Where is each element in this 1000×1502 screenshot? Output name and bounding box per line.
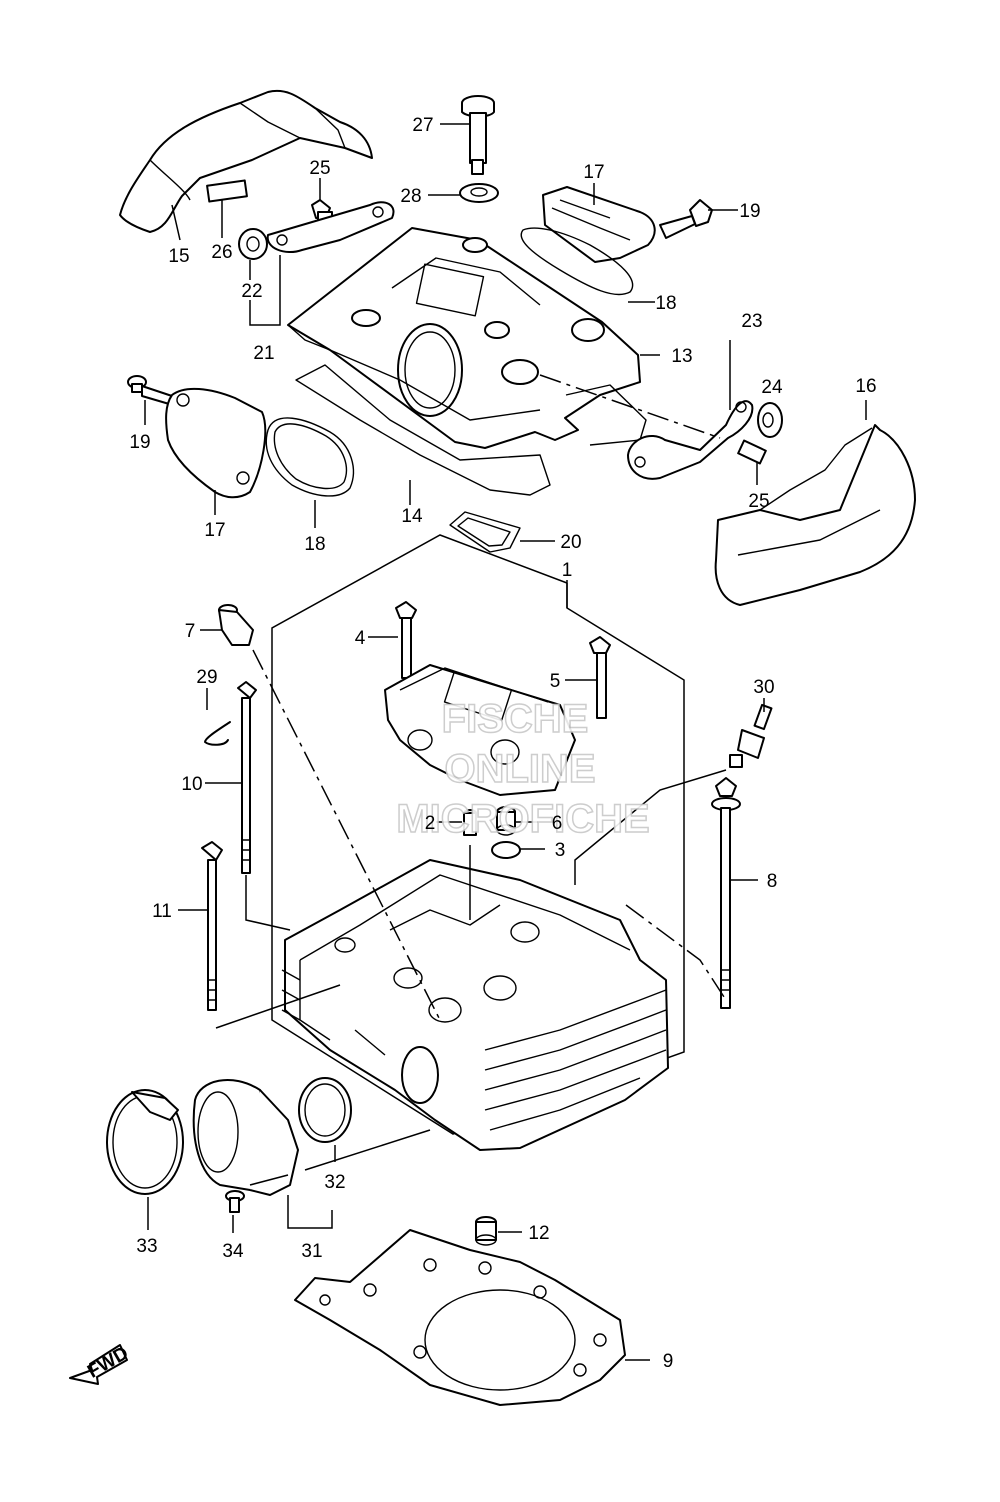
part-21-bracket-top [266,201,395,254]
part-25-bolt-top [311,199,333,223]
part-3-oring [491,841,521,859]
head-assembly-bracket [271,534,685,1135]
callout-3: 3 [555,840,566,861]
part-30-spark-plug [729,703,773,768]
callout-26: 26 [211,242,232,263]
callout-33: 33 [136,1236,157,1257]
part-34-screw [225,1190,245,1213]
part-24-grommet [757,402,783,438]
callout-25-top: 25 [309,158,330,179]
callout-6: 6 [552,813,563,834]
callout-10: 10 [181,774,202,795]
part-13-head-cover [287,227,641,449]
callout-13: 13 [671,346,692,367]
callout-5: 5 [550,671,561,692]
callout-34: 34 [222,1241,244,1262]
part-20-gasket [449,511,521,553]
part-11-stud [201,841,223,1011]
part-4-bolt [395,601,417,679]
watermark-line-2: ONLINE [444,747,595,791]
watermark-line-1: FISCHE [442,697,589,741]
part-12-dowel [475,1216,497,1246]
callout-14: 14 [401,506,423,527]
part-16-right-cover [714,424,916,606]
part-23-bracket-right [627,400,754,480]
part-8-bolt [711,777,741,1009]
callout-2: 2 [425,813,436,834]
part-29-clip [204,721,231,746]
part-31-intake-pipe [192,1078,299,1196]
part-18-top-gasket [520,227,634,296]
callout-18-top: 18 [655,293,676,314]
callout-12: 12 [528,1223,549,1244]
part-14-cover-gasket [295,364,647,496]
part-17-left-cap [165,387,267,499]
callout-25-right: 25 [748,491,769,512]
callout-19-left: 19 [129,432,150,453]
callout-23: 23 [741,311,762,332]
part-5-bolt [589,636,611,719]
part-6-collar [496,806,516,836]
callout-18-left: 18 [304,534,325,555]
alignment-line [539,374,721,439]
callout-30: 30 [753,677,774,698]
callout-31: 31 [301,1241,322,1262]
callout-15: 15 [168,246,189,267]
cylinder-head-main [281,859,669,1151]
callout-16: 16 [855,376,876,397]
fwd-label: FWD [84,1343,132,1383]
head-leader-lines [215,649,727,1029]
callout-1: 1 [562,560,573,581]
part-27-bolt [461,95,495,175]
callout-7: 7 [185,621,196,642]
cam-holder-block [384,664,576,796]
callout-20: 20 [560,532,581,553]
callout-17-left: 17 [204,520,225,541]
part-26-pad [206,179,248,203]
callout-24: 24 [761,377,783,398]
callout-leaders [144,123,867,1361]
part-9-head-gasket [294,1229,626,1406]
watermark-line-3: MICROFICHE [396,797,649,841]
part-15-left-cover [119,89,373,233]
part-25-bolt-right [737,439,767,465]
part-19-bolt-right [659,199,713,239]
part-18-left-oring [265,417,354,497]
callout-28: 28 [400,186,421,207]
part-7-dowel [218,604,254,646]
callout-32: 32 [324,1172,345,1193]
callout-11: 11 [152,901,172,922]
callout-labels: 1 2 3 4 5 6 7 8 9 10 11 12 13 14 15 16 1… [129,115,876,1372]
part-33-clamp [106,1089,184,1195]
part-10-stud [237,681,257,874]
callout-19-right: 19 [739,201,760,222]
intake-leader-lines [249,1129,431,1229]
part-2-dowel [463,809,477,836]
watermark: FISCHE ONLINE MICROFICHE [396,696,651,842]
part-32-oring [298,1077,352,1143]
callout-29: 29 [196,667,217,688]
part-22-grommet [238,228,268,260]
callout-27: 27 [412,115,433,136]
callout-22: 22 [241,281,262,302]
callout-21: 21 [253,343,274,364]
callout-8: 8 [767,871,778,892]
callout-17-top: 17 [583,162,604,183]
callout-4: 4 [355,628,366,649]
callout-9: 9 [663,1351,674,1372]
part-28-washer [459,183,499,203]
fwd-arrow-icon: FWD [69,1343,132,1385]
